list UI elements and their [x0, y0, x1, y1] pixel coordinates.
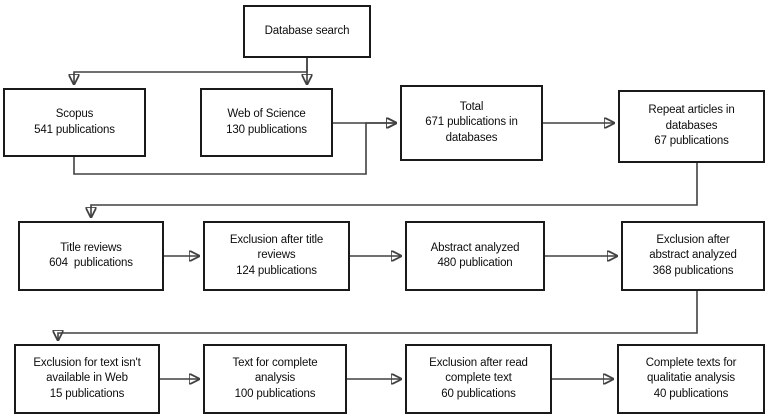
node-label-line: 604 publications [49, 257, 133, 269]
node-scopus: Scopus 541 publications [3, 88, 146, 157]
node-label-line: Abstract analyzed [430, 241, 520, 254]
node-label-line: Exclusion after title [229, 233, 324, 246]
node-label-line: qualitatie analysis [647, 372, 735, 385]
wire-repeat-articles-to-title-reviews [91, 163, 698, 217]
node-label-line: Complete texts for [645, 356, 737, 369]
node-label-line: 67 publications [654, 135, 729, 148]
node-label-line: 368 publications [652, 264, 734, 277]
node-label-line: 130 publications [226, 123, 307, 136]
node-label-line: available in Web [46, 372, 128, 385]
node-label-line: 100 publications [234, 387, 316, 400]
node-exclusion-text-not-available: Exclusion for text isn't available in Web… [14, 344, 160, 414]
node-label-line: Repeat articles in [648, 104, 735, 117]
node-label-line: reviews [257, 249, 296, 262]
node-exclusion-after-abstract-analyzed: Exclusion after abstract analyzed 368 publ… [621, 221, 765, 291]
node-exclusion-after-read-complete-text: Exclusion after read complete text 60 publ… [405, 344, 552, 414]
node-abstract-analyzed: Abstract analyzed 480 publication [405, 221, 545, 291]
node-label-line: analysis [254, 372, 296, 385]
node-label-line: Exclusion after read [429, 356, 528, 369]
node-label-line: Title reviews [60, 241, 122, 254]
node-web-of-science: Web of Science 130 publications [200, 88, 333, 157]
node-total-publications: Total 671 publications in databases [400, 85, 543, 161]
node-database-search: Database search [243, 5, 371, 58]
node-label-line: 671 publications in [425, 116, 518, 129]
node-label-line: 541 publications [34, 123, 115, 136]
node-label-line: databases [665, 119, 718, 132]
node-label-line: 15 publications [49, 387, 125, 400]
node-label-line: Web of Science [227, 108, 306, 120]
node-label-line: Text for complete [232, 356, 318, 369]
node-label-line: Exclusion after [656, 233, 730, 246]
node-repeat-articles: Repeat articles in databases 67 publicatio… [618, 90, 765, 163]
node-label-line: 60 publications [441, 387, 516, 400]
node-label-line: complete text [445, 372, 512, 385]
node-exclusion-after-title-reviews: Exclusion after title reviews 124 publicat… [203, 221, 350, 291]
wire-database-search-stem [74, 58, 308, 84]
node-label-line: 480 publication [437, 257, 513, 269]
wire-exclusion-abstract-to-text-not-available [58, 291, 698, 340]
node-label-line: Scopus [55, 108, 94, 120]
node-text-for-complete-analysis: Text for complete analysis 100 publication… [203, 344, 347, 414]
node-label-line: abstract analyzed [649, 249, 737, 262]
node-label-line: Total [459, 100, 484, 113]
node-label-line: databases [445, 131, 498, 144]
node-title-reviews: Title reviews 604 publications [18, 221, 164, 291]
node-complete-texts-qualitative: Complete texts for qualitatie analysis 40 … [617, 344, 765, 414]
node-label-line: Database search [264, 24, 350, 37]
node-label-line: 40 publications [653, 387, 729, 400]
node-label-line: Exclusion for text isn't [33, 356, 141, 369]
node-label-line: 124 publications [236, 264, 317, 277]
